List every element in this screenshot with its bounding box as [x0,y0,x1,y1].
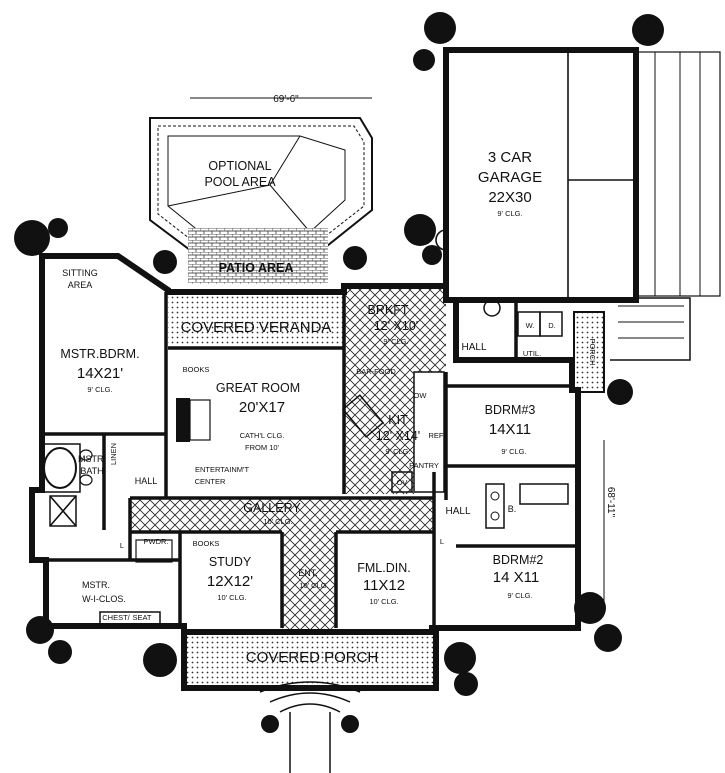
sitting-label-2: AREA [68,280,93,290]
entertainment-center-2: CENTER [195,477,226,486]
entry-label: ENT. [298,568,318,578]
garage-label-2: GARAGE [478,169,542,186]
side-porch [573,297,691,393]
gallery-label: GALLERY [243,501,301,515]
bedroom-hall-label: HALL [445,506,470,517]
garage-label-1: 3 CAR [488,149,532,166]
covered-porch-fill [184,632,436,688]
entry-fill [282,532,336,632]
refrigerator-label: REF [429,431,444,440]
study-clg: 10' CLG. [217,593,246,602]
dimension-lines [190,97,605,614]
master-bath-label-2: BATH [80,466,103,476]
bedroom-2-clg: 9' CLG. [507,591,532,600]
linen-label: LINEN [109,443,118,465]
formal-dining-clg: 10' CLG. [369,597,398,606]
gallery-fill [130,498,434,532]
master-bath-label-1: MSTR. [78,454,106,464]
utility-label: UTIL. [523,349,541,358]
oven-label: OV [397,478,408,487]
garage-clg: 9' CLG. [497,209,522,218]
kitchen-size: 12' X14' [376,429,420,443]
study-size: 12X12' [207,573,253,590]
exterior-walls [29,253,581,691]
fixtures [39,299,569,625]
landscaping [14,12,664,733]
chest-seat-label-2: SEAT [132,613,151,622]
utility-hall-label: HALL [461,342,486,353]
great-room-books: BOOKS [183,365,210,374]
linen-l-label-1: L [440,537,444,546]
bar-food-label: BAR-FOOD [356,367,396,376]
master-bedroom-label: MSTR.BDRM. [60,347,139,361]
master-bedroom-clg: 9' CLG. [87,385,112,394]
formal-dining-label: FML.DIN. [357,561,410,575]
covered-porch-label: COVERED PORCH [246,649,379,666]
dryer-label: D. [548,321,556,330]
breakfast-size: 12' X10' [374,319,418,333]
garage [435,47,721,303]
bedroom-2-size: 14 X11 [493,569,539,586]
great-room-clg-2: FROM 10' [245,443,280,452]
master-hall-label: HALL [135,476,158,486]
front-steps [259,681,361,773]
linen-l-label-2: L [120,541,124,550]
closet-label-2: W-I-CLOS. [82,594,126,604]
kitchen-clg: 9' CLG. [385,447,410,456]
pantry-label: PANTRY [409,461,439,470]
bedroom-3-size: 14X11 [489,421,531,438]
side-porch-label: PORCH [588,338,597,365]
entertainment-center-1: ENTERTAINM'T [195,465,249,474]
kitchen-label: KIT [388,413,408,427]
breakfast-label: BRKFT [368,303,409,317]
breakfast-fill [344,288,446,372]
bath-b-label: B. [508,504,517,514]
bedroom-2-label: BDRM#2 [493,553,544,567]
pool-label-1: OPTIONAL [208,159,271,173]
entry-clg: 10' CLG. [299,581,328,590]
garage-size: 22X30 [488,189,531,206]
sitting-label-1: SITTING [62,268,98,278]
pool-area [149,117,373,251]
great-room-clg-1: CATH'L CLG. [240,431,285,440]
veranda-label: COVERED VERANDA [181,319,332,336]
dimension-width: 69'-6" [273,94,299,105]
pool-label-2: POOL AREA [204,175,276,189]
formal-dining-size: 11X12 [363,577,405,594]
chest-seat-label: CHEST/ [102,613,130,622]
interior-walls [42,292,578,628]
patio-label: PATIO AREA [219,261,294,275]
dimension-depth: 68'-11" [605,487,616,518]
bedroom-3-label: BDRM#3 [485,403,536,417]
study-label: STUDY [209,555,252,569]
bedroom-3-clg: 9' CLG. [501,447,526,456]
gallery-clg: 10' CLG. [263,517,292,526]
master-bedroom-size: 14X21' [77,365,123,382]
breakfast-clg: 9' CLG. [383,337,408,346]
closet-label-1: MSTR. [82,580,110,590]
patio-area [188,228,328,284]
powder-room-label: PWDR. [144,537,169,546]
washer-label: W. [526,321,535,330]
oven-wall-label: OW [414,391,428,400]
great-room-size: 20'X17 [239,399,285,416]
study-books: BOOKS [193,539,220,548]
great-room-label: GREAT ROOM [216,381,300,395]
covered-veranda-fill [168,292,344,348]
kitchen-fill [344,372,414,494]
